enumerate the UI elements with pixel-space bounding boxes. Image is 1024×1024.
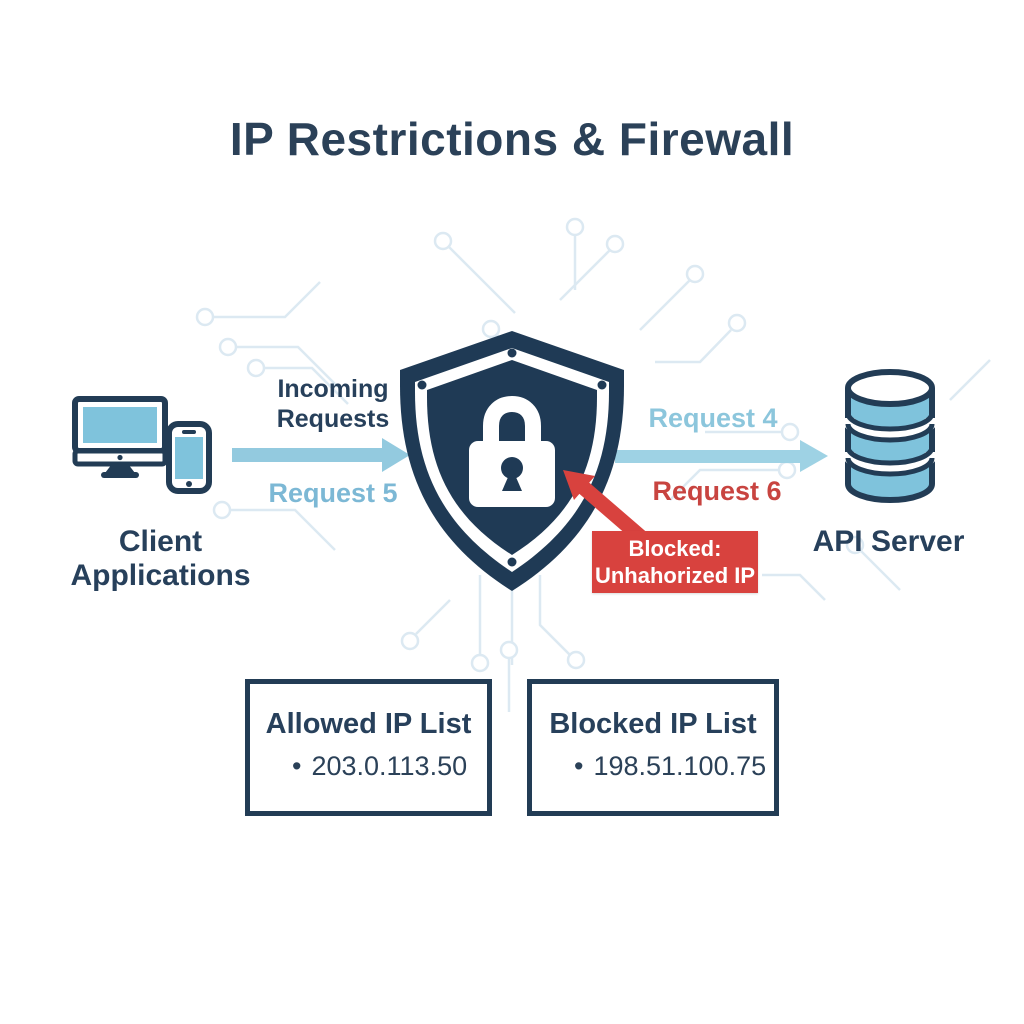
blocked-ip-panel-title: Blocked IP List	[549, 708, 757, 740]
circuit-pattern-background	[195, 217, 991, 712]
request-6-label: Request 6	[652, 476, 782, 506]
page-title: IP Restrictions & Firewall	[229, 113, 795, 165]
blocked-ip-value: 198.51.100.75	[593, 751, 767, 781]
client-devices-icon	[72, 396, 212, 494]
allowed-ip-panel: Allowed IP List • 203.0.113.50	[245, 679, 492, 816]
request-5-label: Request 5	[268, 478, 398, 508]
database-icon	[841, 369, 939, 503]
blocked-callout-line1: Blocked:	[628, 536, 722, 561]
monitor-icon	[72, 396, 168, 478]
bullet-icon: •	[292, 751, 302, 781]
blocked-callout-line2: Unhahorized IP	[594, 563, 756, 588]
allowed-ip-value: 203.0.113.50	[311, 751, 468, 781]
lock-icon	[469, 395, 555, 507]
firewall-shield-icon	[400, 331, 624, 591]
incoming-requests-label: Incoming Requests	[276, 375, 390, 433]
forwarded-request-arrow	[615, 440, 828, 472]
blocked-ip-list-item: • 198.51.100.75	[532, 751, 774, 782]
phone-icon	[166, 421, 212, 494]
allowed-ip-panel-title: Allowed IP List	[265, 708, 472, 740]
blocked-callout: Blocked: Unhahorized IP	[592, 531, 758, 593]
blocked-ip-panel: Blocked IP List • 198.51.100.75	[527, 679, 779, 816]
request-4-label: Request 4	[648, 403, 778, 433]
client-applications-label: Client Applications	[70, 525, 251, 592]
incoming-requests-arrow	[232, 438, 410, 472]
api-server-label: API Server	[812, 525, 965, 558]
allowed-ip-list-item: • 203.0.113.50	[250, 751, 487, 782]
bullet-icon: •	[574, 751, 584, 781]
